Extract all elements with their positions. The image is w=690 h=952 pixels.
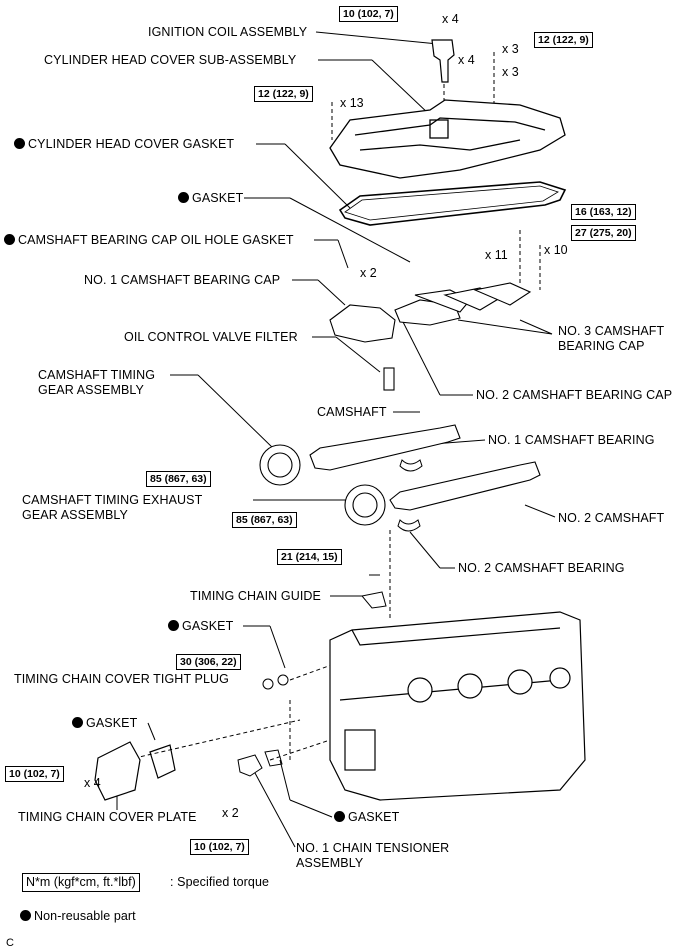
qty-plate-bolt: x 4 (84, 776, 101, 790)
torque-intake-gear-bolt: 85 (867, 63) (146, 471, 211, 487)
torque-no3-cap-bolt: 27 (275, 20) (571, 225, 636, 241)
label-timing-chain-guide: TIMING CHAIN GUIDE (190, 589, 321, 603)
label-no1-camshaft-bearing: NO. 1 CAMSHAFT BEARING (488, 433, 655, 447)
qty-cover-seal: x 3 (502, 65, 519, 79)
label-gasket-plate: GASKET (72, 716, 137, 731)
no1-camshaft-bearing (399, 459, 423, 472)
torque-cover-stud: 12 (122, 9) (534, 32, 593, 48)
qty-coil-bolt: x 4 (442, 12, 459, 26)
qty-cover-stud: x 3 (502, 42, 519, 56)
label-tc-cover-tight-plug: TIMING CHAIN COVER TIGHT PLUG (14, 672, 229, 686)
label-no2-camshaft-bearing: NO. 2 CAMSHAFT BEARING (458, 561, 625, 575)
torque-plate-bolt: 10 (102, 7) (5, 766, 64, 782)
label-oil-hole-gasket: CAMSHAFT BEARING CAP OIL HOLE GASKET (4, 233, 294, 248)
non-reusable-dot-icon (20, 910, 31, 921)
label-ignition-coil: IGNITION COIL ASSEMBLY (148, 25, 308, 39)
label-cylinder-head-cover: CYLINDER HEAD COVER SUB-ASSEMBLY (44, 53, 297, 67)
cylinder-head (329, 611, 586, 801)
label-no2-camshaft: NO. 2 CAMSHAFT (558, 511, 665, 525)
camshaft-bearing-caps (329, 282, 532, 391)
exhaust-camshaft (344, 461, 541, 526)
legend-non-reusable: Non-reusable part (20, 909, 136, 924)
intake-camshaft (259, 424, 461, 486)
torque-tensioner-bolt: 10 (102, 7) (190, 839, 249, 855)
label-no3-camshaft-cap: NO. 3 CAMSHAFT BEARING CAP (558, 324, 665, 353)
tight-plug (262, 678, 274, 690)
label-camshaft-timing-gear: CAMSHAFT TIMING GEAR ASSEMBLY (38, 368, 156, 397)
torque-cover-bolt: 12 (122, 9) (254, 86, 313, 102)
non-reusable-dot-icon (4, 234, 15, 245)
non-reusable-dot-icon (168, 620, 179, 631)
label-gasket-tensioner: GASKET (334, 810, 399, 825)
qty-no3-cap-bolt: x 10 (544, 243, 568, 257)
head-cover-gasket (338, 181, 567, 226)
label-camshaft: CAMSHAFT (317, 405, 387, 419)
label-ocv-filter: OIL CONTROL VALVE FILTER (124, 330, 298, 344)
cylinder-head-cover (329, 99, 566, 179)
qty-tensioner-bolt: x 2 (222, 806, 239, 820)
label-head-cover-gasket: CYLINDER HEAD COVER GASKET (14, 137, 234, 152)
timing-chain-guide (361, 591, 387, 609)
label-gasket-top: GASKET (178, 191, 243, 206)
label-no2-camshaft-cap: NO. 2 CAMSHAFT BEARING CAP (476, 388, 673, 402)
non-reusable-dot-icon (334, 811, 345, 822)
label-tc-cover-plate: TIMING CHAIN COVER PLATE (18, 810, 197, 824)
torque-coil-bolt: 10 (102, 7) (339, 6, 398, 22)
qty-cover-bolt: x 13 (340, 96, 364, 110)
ignition-coil (431, 39, 455, 83)
timing-chain-cover-plate (94, 741, 141, 801)
qty-no1-cap-bolt: x 11 (485, 248, 508, 262)
tensioner-gasket (264, 749, 283, 767)
label-camshaft-timing-exhaust-gear: CAMSHAFT TIMING EXHAUST GEAR ASSEMBLY (22, 493, 203, 522)
torque-plug: 30 (306, 22) (176, 654, 241, 670)
legend-torque-format: N*m (kgf*cm, ft.*lbf) (22, 873, 140, 892)
qty-oil-hole-gasket: x 2 (360, 266, 377, 280)
non-reusable-dot-icon (14, 138, 25, 149)
plug-gasket-ring (277, 674, 289, 686)
non-reusable-dot-icon (178, 192, 189, 203)
label-no1-camshaft-cap: NO. 1 CAMSHAFT BEARING CAP (84, 273, 281, 287)
label-no1-chain-tensioner: NO. 1 CHAIN TENSIONER ASSEMBLY (296, 841, 450, 870)
legend-torque-desc: : Specified torque (170, 875, 270, 889)
no2-camshaft-bearing (397, 519, 421, 532)
figure-code: C (6, 937, 15, 949)
plate-gasket (149, 744, 176, 779)
qty-coil: x 4 (458, 53, 475, 67)
non-reusable-dot-icon (72, 717, 83, 728)
chain-tensioner (237, 754, 263, 777)
label-gasket-plug: GASKET (168, 619, 233, 634)
torque-no1-cap-bolt: 16 (163, 12) (571, 204, 636, 220)
torque-guide-bolt: 21 (214, 15) (277, 549, 342, 565)
torque-exhaust-gear-bolt: 85 (867, 63) (232, 512, 297, 528)
